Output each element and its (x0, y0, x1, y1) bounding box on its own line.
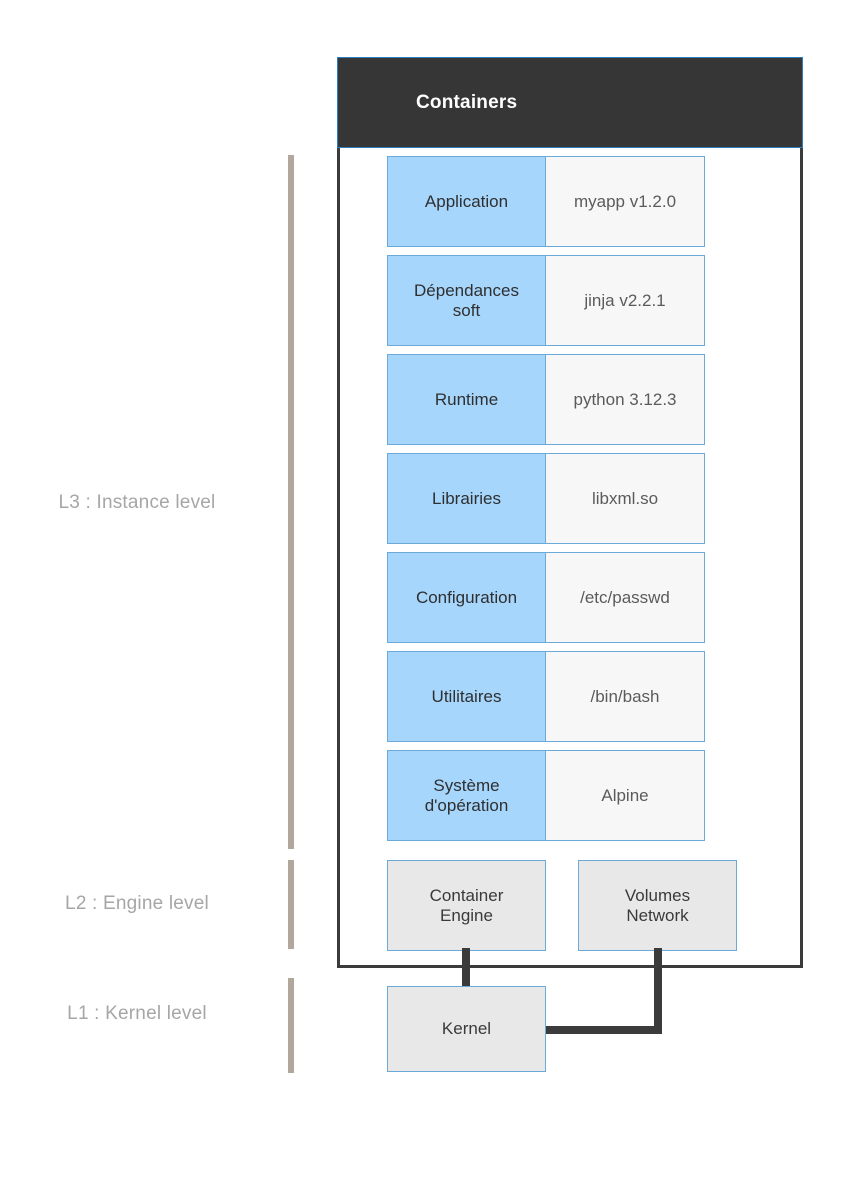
stack-row-name: Système d'opération (387, 750, 546, 841)
level-bar-l1 (288, 978, 294, 1073)
level-label-l3: L3 : Instance level (58, 492, 216, 513)
stack-row-value: myapp v1.2.0 (546, 156, 705, 247)
connector-volumes-to-kernel (546, 1026, 662, 1034)
connector-volumes-vertical (654, 948, 662, 1034)
stack-row-name: Configuration (387, 552, 546, 643)
stack-row: Runtime python 3.12.3 (387, 354, 705, 445)
level-label-l1: L1 : Kernel level (67, 1003, 207, 1024)
stack-row: Système d'opération Alpine (387, 750, 705, 841)
kernel-box: Kernel (387, 986, 546, 1072)
containers-header: Containers (337, 57, 803, 148)
connector-engine-to-kernel (462, 948, 470, 988)
stack-row-value: /bin/bash (546, 651, 705, 742)
stack-row-name: Dépendances soft (387, 255, 546, 346)
stack-row: Utilitaires /bin/bash (387, 651, 705, 742)
stack-row-name: Librairies (387, 453, 546, 544)
stack-row-name: Application (387, 156, 546, 247)
stack-row-value: Alpine (546, 750, 705, 841)
stack-row-name: Utilitaires (387, 651, 546, 742)
level-bar-l2 (288, 860, 294, 949)
level-bar-l3 (288, 155, 294, 849)
level-label-l2: L2 : Engine level (65, 893, 209, 914)
stack-row-value: jinja v2.2.1 (546, 255, 705, 346)
stack-row-value: libxml.so (546, 453, 705, 544)
stack-row: Librairies libxml.so (387, 453, 705, 544)
stack-row: Application myapp v1.2.0 (387, 156, 705, 247)
stack-row-value: /etc/passwd (546, 552, 705, 643)
stack-row-name: Runtime (387, 354, 546, 445)
stack-row: Dépendances soft jinja v2.2.1 (387, 255, 705, 346)
instance-stack: Application myapp v1.2.0 Dépendances sof… (387, 156, 705, 849)
volumes-network-box: Volumes Network (578, 860, 737, 951)
containers-title: Containers (416, 91, 518, 113)
stack-row: Configuration /etc/passwd (387, 552, 705, 643)
stack-row-value: python 3.12.3 (546, 354, 705, 445)
container-engine-box: Container Engine (387, 860, 546, 951)
